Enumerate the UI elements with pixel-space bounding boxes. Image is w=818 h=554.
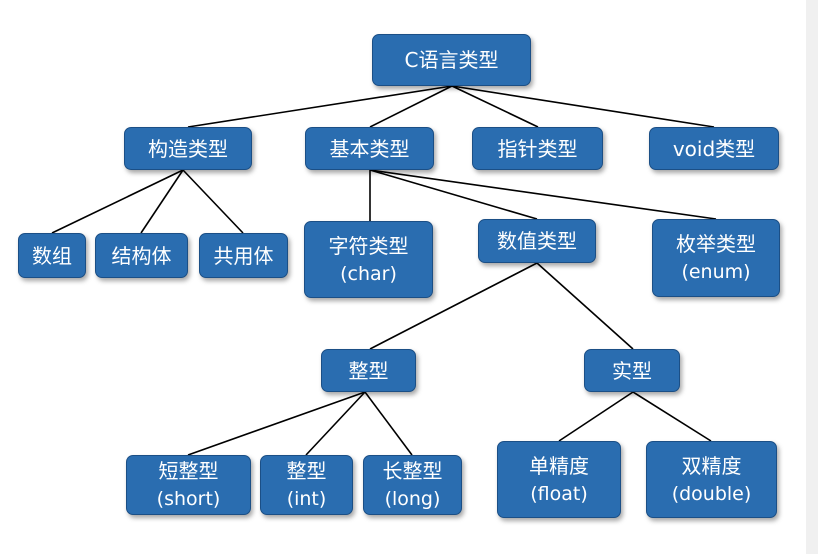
- integer-type-label: 整型: [348, 358, 389, 383]
- edge-root-void: [451, 85, 715, 128]
- enum-type-node: 枚举类型 (enum): [652, 219, 780, 297]
- union-node: 共用体: [199, 233, 288, 278]
- edge-structured-union: [182, 169, 244, 234]
- struct-node: 结构体: [95, 233, 188, 278]
- edge-integer-int: [305, 391, 366, 456]
- short-keyword: (short): [156, 488, 221, 510]
- real-type-node: 实型: [584, 349, 680, 392]
- root-label: C语言类型: [404, 48, 499, 72]
- edge-structured-struct: [140, 169, 184, 234]
- edge-root-basic: [369, 85, 453, 128]
- right-edge-strip: [806, 0, 818, 554]
- edge-root-pointer: [451, 85, 539, 128]
- union-label: 共用体: [213, 243, 274, 268]
- numeric-type-label: 数值类型: [497, 229, 577, 253]
- int-type-node: 整型 (int): [260, 455, 353, 515]
- edge-structured-array: [51, 169, 184, 234]
- pointer-type-node: 指针类型: [472, 127, 603, 170]
- edge-basic-enum: [369, 169, 717, 220]
- real-type-label: 实型: [612, 358, 652, 383]
- int-type-label: 整型: [286, 459, 327, 483]
- long-type-label: 长整型: [382, 459, 443, 483]
- struct-label: 结构体: [111, 243, 172, 268]
- short-type-label: 短整型: [158, 459, 219, 483]
- enum-type-label: 枚举类型: [676, 232, 756, 256]
- float-type-label: 单精度: [529, 453, 589, 478]
- void-type-label: void类型: [672, 136, 756, 161]
- structured-type-label: 构造类型: [148, 136, 228, 161]
- integer-type-node: 整型: [321, 349, 416, 392]
- float-type-node: 单精度 (float): [497, 441, 621, 518]
- edge-numeric-real: [536, 262, 634, 350]
- edge-integer-short: [187, 391, 366, 456]
- array-label: 数组: [32, 243, 72, 268]
- double-type-label: 双精度: [681, 453, 742, 478]
- basic-type-node: 基本类型: [305, 127, 434, 170]
- root-node: C语言类型: [372, 34, 531, 86]
- short-type-node: 短整型 (short): [126, 455, 251, 515]
- int-keyword: (int): [286, 488, 327, 510]
- numeric-type-node: 数值类型: [478, 219, 596, 263]
- edge-real-float: [558, 391, 634, 442]
- edge-root-structured: [187, 85, 453, 128]
- double-type-node: 双精度 (double): [646, 441, 777, 518]
- array-node: 数组: [18, 233, 86, 278]
- edge-numeric-integer: [369, 262, 538, 350]
- float-keyword: (float): [530, 482, 588, 505]
- enum-keyword: (enum): [681, 261, 751, 283]
- structured-type-node: 构造类型: [124, 127, 252, 170]
- edge-real-double: [632, 391, 712, 442]
- char-type-node: 字符类型 (char): [304, 221, 433, 298]
- edge-basic-numeric: [369, 169, 538, 220]
- edge-integer-long: [364, 391, 413, 456]
- void-type-node: void类型: [649, 127, 779, 170]
- long-keyword: (long): [384, 488, 441, 510]
- double-keyword: (double): [671, 482, 752, 505]
- basic-type-label: 基本类型: [329, 136, 410, 161]
- char-keyword: (char): [340, 262, 397, 285]
- char-type-label: 字符类型: [328, 233, 409, 258]
- pointer-type-label: 指针类型: [497, 136, 578, 161]
- long-type-node: 长整型 (long): [363, 455, 462, 515]
